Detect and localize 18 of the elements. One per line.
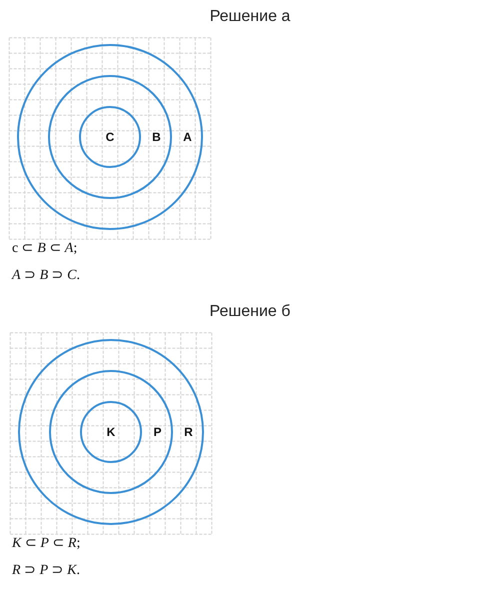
- set-label: K: [106, 425, 116, 439]
- set-label: C: [106, 130, 114, 144]
- set-circle: [80, 401, 142, 463]
- set-formula: K ⊂ P ⊂ R;: [12, 535, 80, 552]
- set-label: P: [154, 425, 162, 439]
- set-label: B: [152, 130, 161, 144]
- solution-heading: Решение б: [208, 303, 292, 321]
- set-circle: [48, 75, 172, 199]
- set-formula: A ⊃ B ⊃ C.: [12, 267, 80, 284]
- set-circle: [17, 44, 203, 230]
- set-circle: [18, 339, 204, 525]
- set-label: R: [184, 425, 193, 439]
- solution-heading: Решение а: [208, 8, 292, 26]
- set-circle: [79, 106, 141, 168]
- set-formula: c ⊂ B ⊂ A;: [12, 240, 78, 257]
- set-formula: R ⊃ P ⊃ K.: [12, 562, 80, 579]
- set-circle: [49, 370, 173, 494]
- set-label: A: [183, 130, 192, 144]
